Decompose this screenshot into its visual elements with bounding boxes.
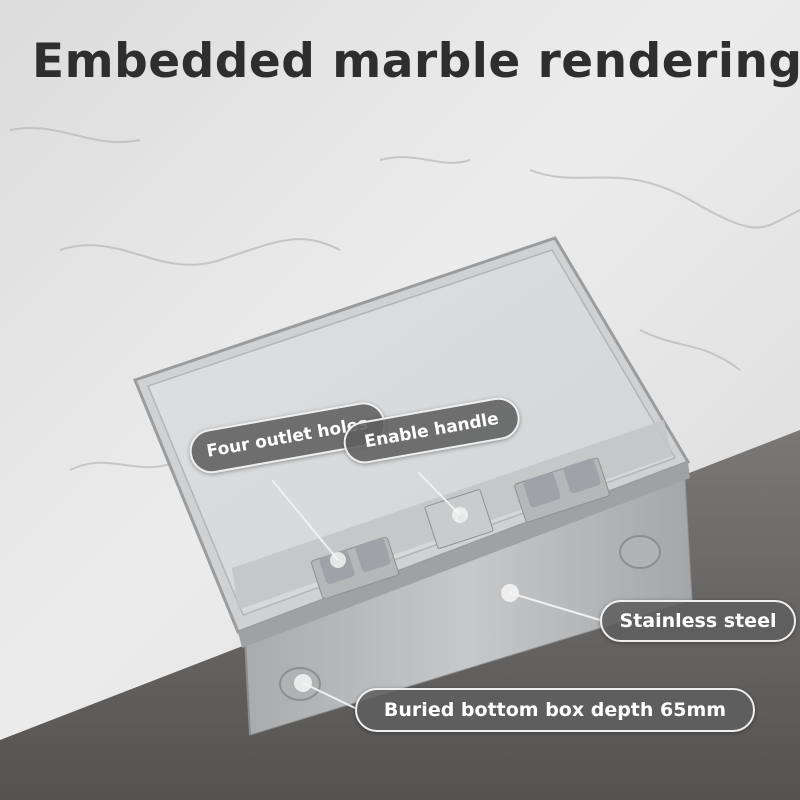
marble-veins — [9, 126, 800, 471]
outlet-left — [311, 536, 399, 600]
knockout-hole-right — [619, 535, 661, 569]
lid-front-lip — [238, 462, 690, 648]
callout-box-depth: Buried bottom box depth 65mm — [355, 688, 755, 732]
outlet-right — [514, 457, 610, 523]
callout-leaders — [271, 471, 601, 709]
callout-dots — [294, 507, 519, 692]
callout-stainless-steel: Stainless steel — [600, 600, 796, 642]
page-title: Embedded marble rendering — [32, 34, 800, 89]
